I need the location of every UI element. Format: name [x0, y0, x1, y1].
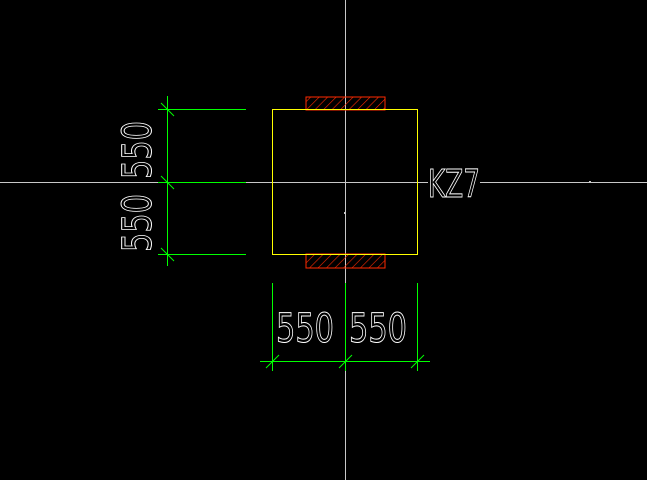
hatched-beams: [305, 96, 386, 269]
dim-top-left: 550: [276, 306, 334, 352]
tick-mid: [160, 175, 175, 190]
tick-bottom: [160, 247, 175, 262]
column-label: KZ7: [428, 162, 480, 206]
tick-left: [265, 354, 280, 369]
tick-center: [338, 354, 353, 369]
tick-right: [410, 354, 425, 369]
column-outline[interactable]: [272, 109, 418, 255]
dim-left-lower: 550: [115, 194, 161, 252]
axis-dot: [589, 181, 591, 183]
center-mark: [344, 212, 346, 214]
dim-top-right: 550: [349, 306, 407, 352]
left-dimension: 550 550: [115, 96, 246, 266]
top-hatch: [305, 96, 386, 111]
bottom-hatch: [305, 253, 386, 269]
tick-top: [160, 102, 175, 117]
bottom-dimension: 550 550: [260, 283, 430, 371]
dim-left-upper: 550: [115, 121, 161, 179]
